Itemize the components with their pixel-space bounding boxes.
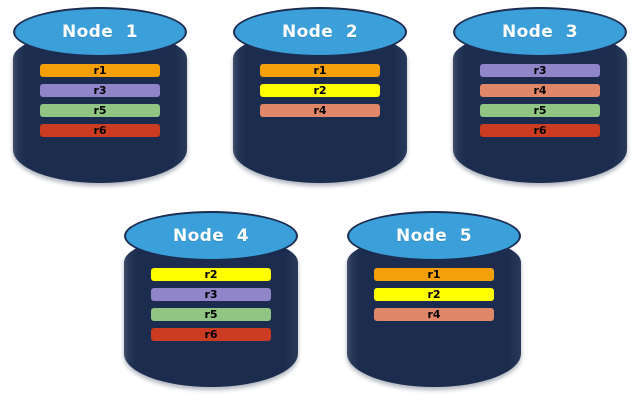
- replica-bar-r1[interactable]: r1: [374, 268, 494, 281]
- replica-label: r2: [204, 268, 218, 281]
- replica-bar-r6[interactable]: r6: [40, 124, 160, 137]
- replica-label: r4: [427, 308, 441, 321]
- replica-bar-r2[interactable]: r2: [260, 84, 380, 97]
- replica-label: r4: [533, 84, 547, 97]
- replica-bar-r3[interactable]: r3: [480, 64, 600, 77]
- replica-label: r2: [313, 84, 327, 97]
- node-4[interactable]: Node 4 r2 r3 r5 r6: [124, 211, 298, 391]
- cylinder-top-disc: Node 4: [124, 211, 298, 261]
- replica-label: r5: [93, 104, 107, 117]
- node-5[interactable]: Node 5 r1 r2 r4: [347, 211, 521, 391]
- node-label: Node 3: [501, 22, 579, 42]
- replica-bar-r5[interactable]: r5: [40, 104, 160, 117]
- node-3[interactable]: Node 3 r3 r4 r5 r6: [453, 7, 627, 187]
- replica-bar-r4[interactable]: r4: [260, 104, 380, 117]
- replica-bar-r4[interactable]: r4: [374, 308, 494, 321]
- replica-label: r1: [427, 268, 441, 281]
- replica-label: r6: [533, 124, 547, 137]
- node-2[interactable]: Node 2 r1 r2 r4: [233, 7, 407, 187]
- replica-bar-r5[interactable]: r5: [480, 104, 600, 117]
- replica-bar-r1[interactable]: r1: [260, 64, 380, 77]
- cylinder-top-disc: Node 3: [453, 7, 627, 57]
- replica-label: r1: [93, 64, 107, 77]
- cylinder-top-disc: Node 1: [13, 7, 187, 57]
- node-label: Node 1: [61, 22, 139, 42]
- replica-label: r5: [533, 104, 547, 117]
- cylinder-top-disc: Node 2: [233, 7, 407, 57]
- replica-label: r4: [313, 104, 327, 117]
- node-label: Node 4: [172, 226, 250, 246]
- replica-label: r3: [93, 84, 107, 97]
- replica-bar-r1[interactable]: r1: [40, 64, 160, 77]
- cylinder-top-disc: Node 5: [347, 211, 521, 261]
- replica-bar-r5[interactable]: r5: [151, 308, 271, 321]
- node-label: Node 2: [281, 22, 359, 42]
- replica-bar-r4[interactable]: r4: [480, 84, 600, 97]
- replica-bar-r6[interactable]: r6: [151, 328, 271, 341]
- replica-list: r1 r3 r5 r6: [40, 64, 160, 144]
- replica-list: r3 r4 r5 r6: [480, 64, 600, 144]
- replica-label: r3: [204, 288, 218, 301]
- node-label: Node 5: [395, 226, 473, 246]
- replica-list: r1 r2 r4: [260, 64, 380, 124]
- replica-label: r2: [427, 288, 441, 301]
- replica-bar-r2[interactable]: r2: [374, 288, 494, 301]
- replica-label: r1: [313, 64, 327, 77]
- replica-bar-r3[interactable]: r3: [151, 288, 271, 301]
- replica-label: r3: [533, 64, 547, 77]
- replica-bar-r2[interactable]: r2: [151, 268, 271, 281]
- replica-label: r6: [204, 328, 218, 341]
- replica-bar-r6[interactable]: r6: [480, 124, 600, 137]
- replica-label: r5: [204, 308, 218, 321]
- node-1[interactable]: Node 1 r1 r3 r5 r6: [13, 7, 187, 187]
- replica-list: r2 r3 r5 r6: [151, 268, 271, 348]
- replica-list: r1 r2 r4: [374, 268, 494, 328]
- replica-label: r6: [93, 124, 107, 137]
- replica-bar-r3[interactable]: r3: [40, 84, 160, 97]
